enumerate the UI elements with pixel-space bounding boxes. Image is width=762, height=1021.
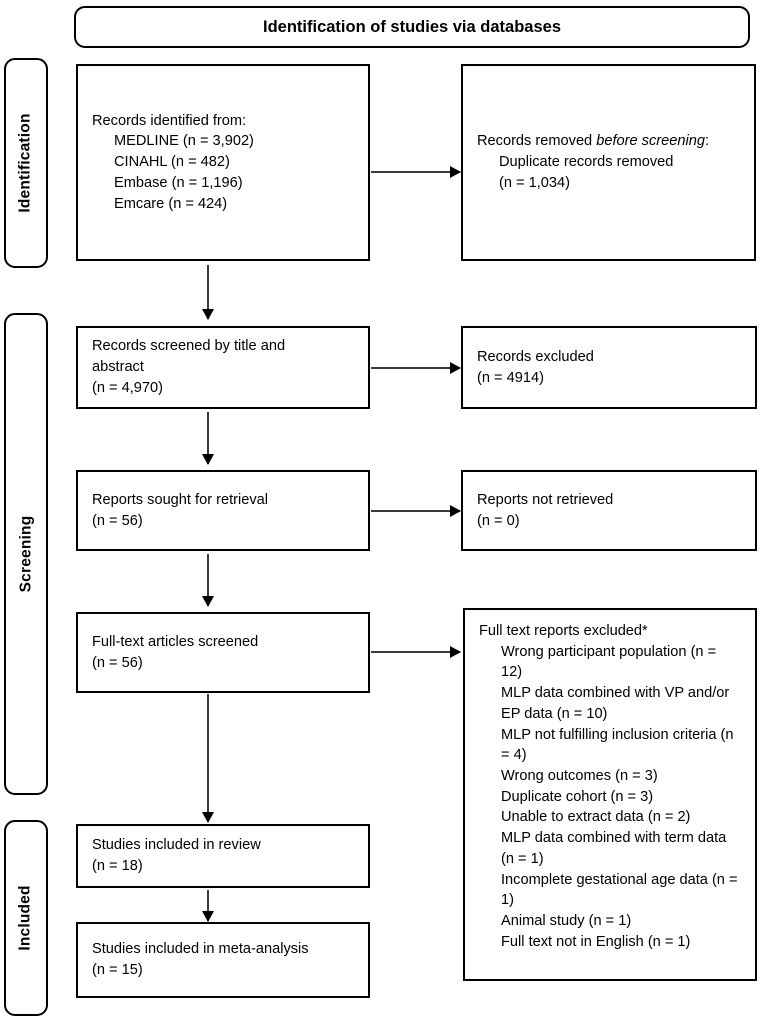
box-studies-meta: Studies included in meta-analysis (n = 1… <box>76 922 370 998</box>
phase-label-screening: Screening <box>17 515 34 593</box>
fulltext-excluded-heading: Full text reports excluded* <box>479 623 648 639</box>
box-records-screened: Records screened by title and abstract (… <box>76 326 370 409</box>
records-identified-source: Embase (n = 1,196) <box>114 174 243 191</box>
studies-review-line1: Studies included in review <box>92 837 261 854</box>
box-fulltext-screened: Full-text articles screened (n = 56) <box>76 612 370 693</box>
records-removed-emphasis: before screening <box>596 133 705 150</box>
fulltext-excluded-reason: Wrong outcomes (n = 3) <box>501 768 658 785</box>
fulltext-screened-line1: Full-text articles screened <box>92 633 259 650</box>
records-excluded-count: (n = 4914) <box>477 369 544 386</box>
records-identified-source: Emcare (n = 424) <box>114 195 228 212</box>
records-identified-heading: Records identified from: <box>92 112 247 129</box>
records-screened-line1: Records screened by title and <box>92 338 286 355</box>
box-fulltext-excluded: Full text reports excluded* Wrong partic… <box>463 608 757 981</box>
records-excluded-line1: Records excluded <box>477 348 594 365</box>
box-records-removed: Records removed before screening: Duplic… <box>461 64 756 261</box>
fulltext-excluded-reason: MLP data combined with term data (n = 1) <box>501 830 727 867</box>
arrow-sought-to-fulltext <box>207 554 209 606</box>
arrow-fulltext-to-excluded <box>371 651 460 653</box>
arrow-fulltext-to-studies-review <box>207 694 209 822</box>
records-removed-heading: Records removed before screening: <box>477 133 710 150</box>
fulltext-excluded-reason: Incomplete gestational age data (n = 1) <box>501 871 738 909</box>
box-reports-sought: Reports sought for retrieval (n = 56) <box>76 470 370 551</box>
phase-band-identification: Identification <box>4 58 48 268</box>
diagram-title-bar: Identification of studies via databases <box>74 6 750 48</box>
arrow-screened-to-sought <box>207 412 209 464</box>
studies-meta-line1: Studies included in meta-analysis <box>92 941 309 958</box>
fulltext-excluded-reason: MLP not fulfilling inclusion criteria (n… <box>501 726 734 764</box>
arrow-screened-to-excluded <box>371 367 460 369</box>
records-screened-line2: abstract <box>92 359 144 376</box>
fulltext-excluded-reason: Unable to extract data (n = 2) <box>501 809 691 826</box>
records-screened-count: (n = 4,970) <box>92 379 163 396</box>
records-identified-source: MEDLINE (n = 3,902) <box>114 133 254 150</box>
arrow-identified-to-removed <box>371 171 460 173</box>
arrow-review-to-meta <box>207 890 209 921</box>
box-studies-review: Studies included in review (n = 18) <box>76 824 370 888</box>
fulltext-excluded-reason: Duplicate cohort (n = 3) <box>501 788 654 805</box>
studies-meta-count: (n = 15) <box>92 962 143 978</box>
arrow-sought-to-not-retrieved <box>371 510 460 512</box>
phase-label-identification: Identification <box>17 113 34 213</box>
records-identified-source: CINAHL (n = 482) <box>114 154 230 171</box>
fulltext-excluded-reason: MLP data combined with VP and/or EP data… <box>501 685 730 722</box>
phase-label-included: Included <box>17 885 35 951</box>
fulltext-screened-count: (n = 56) <box>92 654 143 671</box>
fulltext-excluded-reason: Wrong participant population (n = 12) <box>501 643 717 681</box>
reports-sought-line1: Reports sought for retrieval <box>92 491 269 508</box>
fulltext-excluded-reason: Animal study (n = 1) <box>501 913 632 930</box>
box-records-identified: Records identified from: MEDLINE (n = 3,… <box>76 64 370 261</box>
records-removed-item: Duplicate records removed <box>499 154 674 171</box>
box-reports-not-retrieved: Reports not retrieved (n = 0) <box>461 470 757 551</box>
reports-sought-count: (n = 56) <box>92 512 143 529</box>
phase-band-screening: Screening <box>4 313 48 795</box>
phase-band-included: Included <box>4 820 48 1016</box>
box-records-excluded: Records excluded (n = 4914) <box>461 326 757 409</box>
studies-review-count: (n = 18) <box>92 858 143 874</box>
reports-not-retrieved-line1: Reports not retrieved <box>477 491 614 508</box>
records-removed-count: (n = 1,034) <box>499 174 570 191</box>
reports-not-retrieved-count: (n = 0) <box>477 512 520 529</box>
arrow-identified-to-screened <box>207 265 209 319</box>
page-title: Identification of studies via databases <box>263 17 561 36</box>
fulltext-excluded-reason: Full text not in English (n = 1) <box>501 933 691 950</box>
